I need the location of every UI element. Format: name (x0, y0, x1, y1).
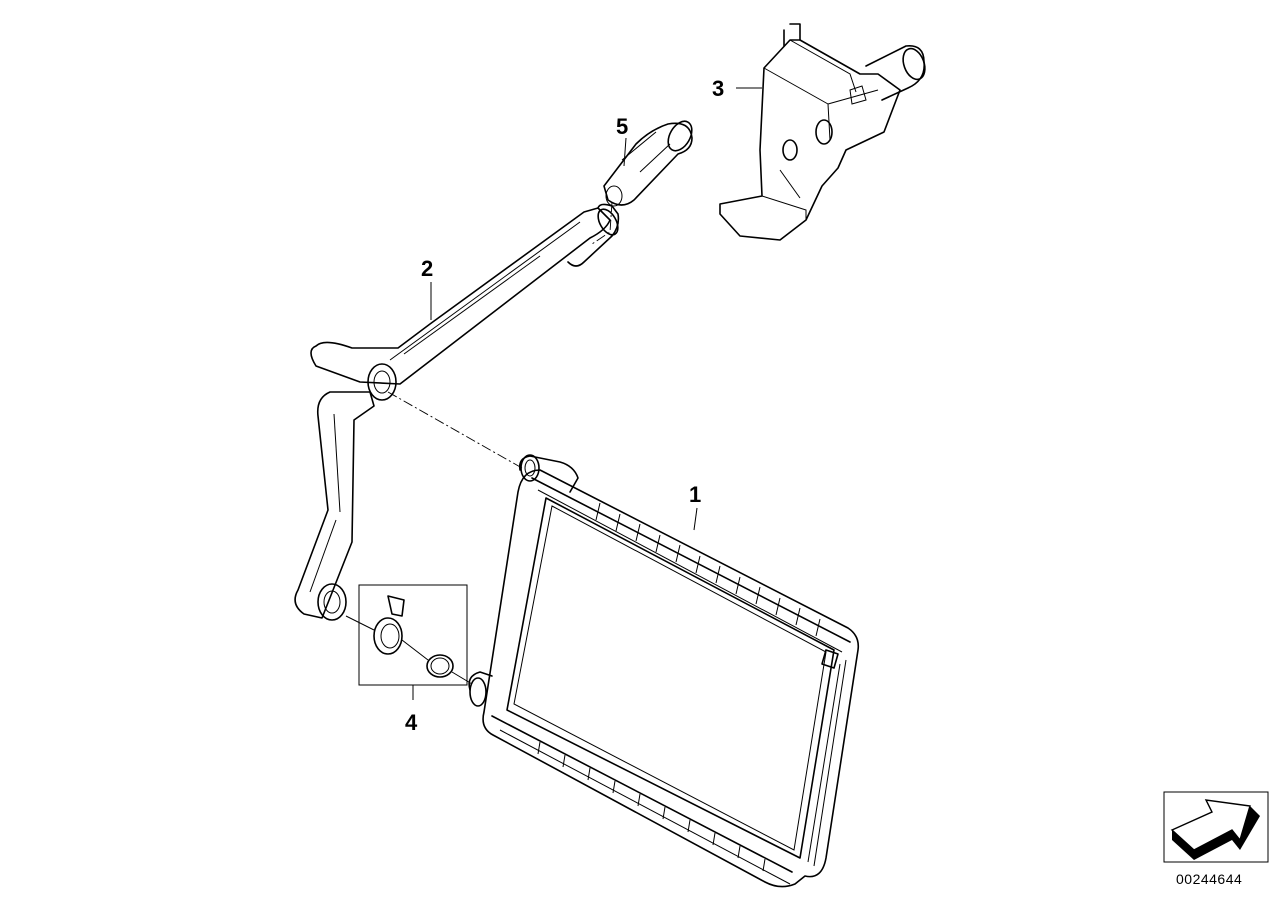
assembly-arrow-icon (1163, 791, 1269, 863)
heater-core (468, 454, 860, 888)
document-number: 00244644 (1176, 871, 1242, 887)
callout-leaders (430, 87, 762, 531)
callout-label-5: 5 (616, 114, 628, 139)
water-hose (294, 203, 620, 621)
callout-label-3: 3 (712, 76, 724, 101)
valve-housing (719, 23, 926, 241)
connection-lines (387, 201, 613, 469)
callout-label-1: 1 (689, 482, 701, 507)
callout-label-2: 2 (421, 256, 433, 281)
callout-label-4: 4 (405, 710, 418, 735)
sleeve-fitting (603, 120, 693, 207)
clamp-and-o-ring (345, 584, 473, 700)
